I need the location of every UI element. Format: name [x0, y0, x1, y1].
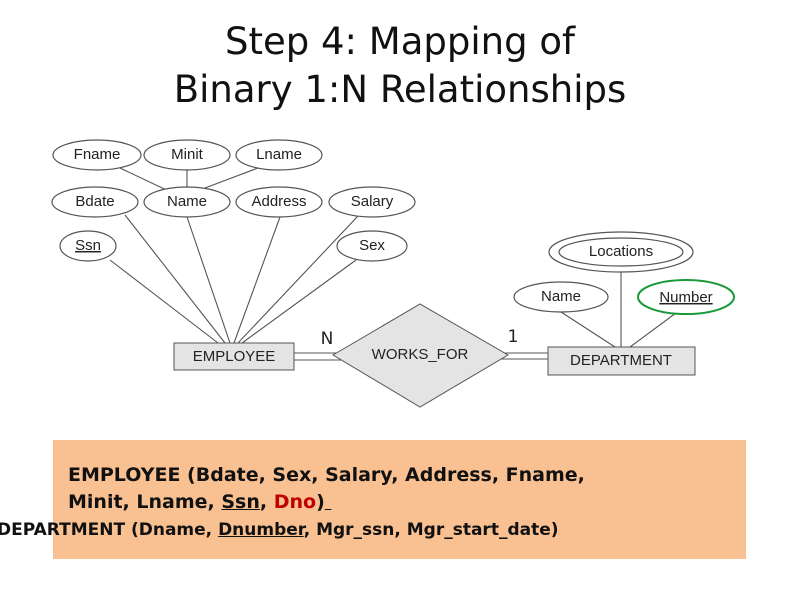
svg-text:Name: Name [541, 288, 581, 305]
svg-text:Name: Name [167, 193, 207, 210]
works-for-relationship: WORKS_FOR [332, 303, 509, 408]
svg-text:Number: Number [659, 289, 712, 306]
slide-title-line1: Step 4: Mapping of [225, 20, 575, 63]
employee-foreign-key: Dno [273, 491, 317, 513]
svg-text:Salary: Salary [351, 193, 394, 210]
svg-text:DEPARTMENT: DEPARTMENT [570, 352, 672, 369]
schema-box [53, 440, 746, 559]
svg-text:Address: Address [251, 193, 306, 210]
attr-name: Name [143, 186, 231, 218]
cardinality-n: N [321, 329, 334, 349]
svg-text:EMPLOYEE: EMPLOYEE [193, 348, 276, 365]
department-primary-key: Dnumber [218, 520, 304, 540]
department-attrs-rest: , Mgr_ssn, Mgr_start_date) [303, 520, 559, 540]
svg-text:Locations: Locations [589, 243, 653, 260]
employee-primary-key: Ssn [221, 491, 260, 513]
svg-text:Fname: Fname [74, 146, 121, 163]
attr-sex: Sex [336, 230, 408, 262]
separator: , [259, 491, 274, 513]
attr-ssn-key: Ssn [59, 230, 117, 262]
attr-bdate: Bdate [51, 186, 139, 218]
department-entity: DEPARTMENT [547, 346, 696, 376]
svg-text:Sex: Sex [359, 237, 385, 254]
svg-text:Bdate: Bdate [75, 193, 114, 210]
attr-salary: Salary [328, 186, 416, 218]
attr-lname: Lname [235, 139, 323, 171]
attr-address: Address [235, 186, 323, 218]
cardinality-1: 1 [508, 327, 519, 347]
attr-fname: Fname [52, 139, 142, 171]
employee-schema-line2: Minit, Lname, Ssn, Dno) [68, 491, 331, 513]
attr-dept-name: Name [513, 281, 609, 313]
department-schema: DEPARTMENT (Dname, Dnumber, Mgr_ssn, Mgr… [0, 520, 559, 540]
attr-locations-multivalued: Locations [548, 231, 694, 273]
close-paren: ) [316, 491, 325, 513]
svg-text:Ssn: Ssn [75, 237, 101, 254]
attr-number-key: Number [637, 279, 735, 315]
slide-title-line2: Binary 1:N Relationships [173, 68, 627, 111]
employee-schema-line1: EMPLOYEE (Bdate, Sex, Salary, Address, F… [68, 464, 585, 486]
svg-text:Minit: Minit [171, 146, 204, 163]
svg-text:Lname: Lname [256, 146, 302, 163]
employee-attrs: Minit, Lname, [68, 491, 222, 513]
attr-minit: Minit [143, 139, 231, 171]
er-diagram: Fname Minit Lname Bdate Name Address Sal… [51, 139, 735, 408]
department-attrs: DEPARTMENT (Dname, [0, 520, 219, 540]
employee-entity: EMPLOYEE [173, 342, 295, 371]
svg-text:WORKS_FOR: WORKS_FOR [372, 346, 469, 363]
